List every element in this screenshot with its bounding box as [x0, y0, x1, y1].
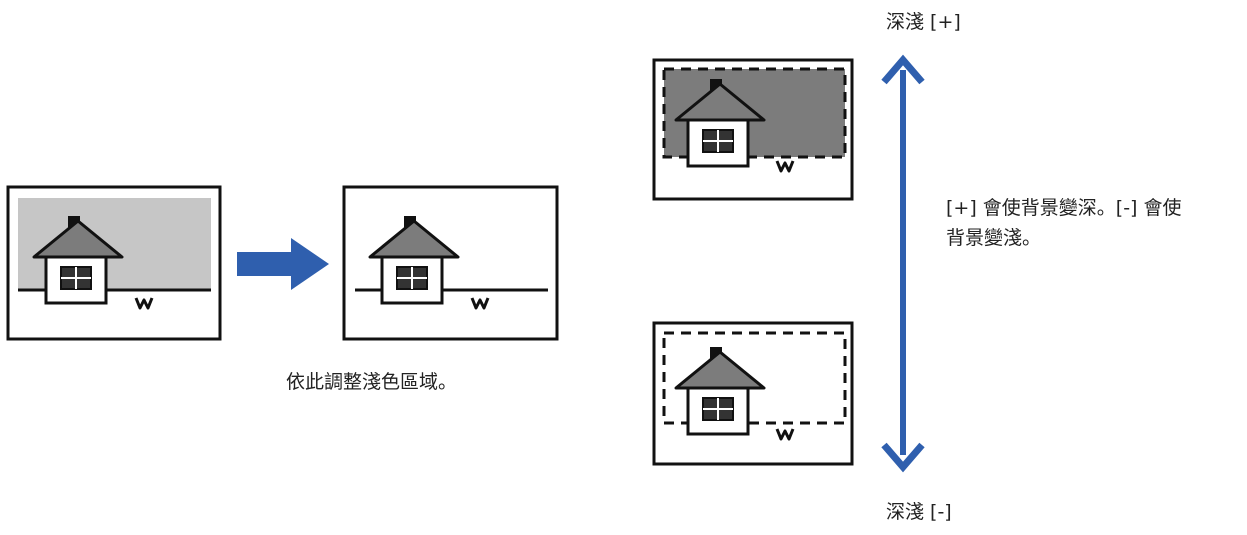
- adjust-caption: 依此調整淺色區域。: [286, 368, 457, 396]
- description-line-1: [+] 會使背景變深。[-] 會使: [946, 193, 1246, 223]
- light-setting-panel: [654, 323, 852, 464]
- description-line-2: 背景變淺。: [946, 223, 1246, 253]
- vertical-double-arrow-icon: [884, 60, 922, 467]
- right-arrow-icon: [237, 238, 329, 290]
- light-minus-label: 深淺 [-]: [886, 498, 952, 526]
- original-image-panel: [8, 187, 220, 339]
- description-text: [+] 會使背景變深。[-] 會使 背景變淺。: [946, 193, 1246, 253]
- dark-setting-panel: [654, 60, 852, 199]
- dark-plus-label: 深淺 [+]: [886, 8, 961, 36]
- adjusted-image-panel: [344, 187, 557, 339]
